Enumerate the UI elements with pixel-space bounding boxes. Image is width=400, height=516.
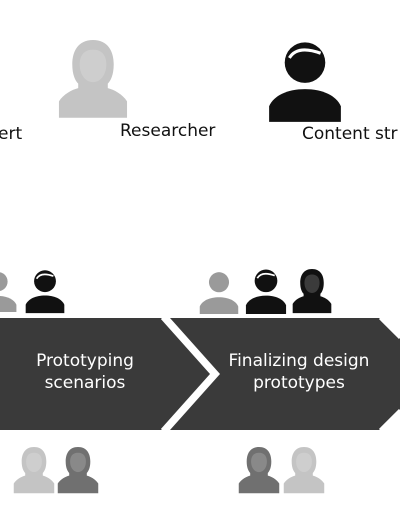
stage-arrow-prototyping: [0, 318, 212, 430]
male-person-icon: [24, 266, 66, 314]
role-label-researcher: Researcher: [120, 121, 216, 141]
role-label-expert: ert: [0, 124, 23, 144]
female-person-icon: [12, 444, 56, 494]
stage-arrow-finalizing: [170, 318, 400, 430]
process-arrow-band: [0, 318, 400, 430]
stage-label-finalizing: Finalizing design prototypes: [228, 351, 370, 393]
male-person-icon: [244, 266, 288, 314]
stage-label-prototyping: Prototyping scenarios: [36, 351, 134, 393]
male-person-icon: [266, 36, 344, 122]
female-person-icon: [56, 444, 100, 494]
generic-person-icon: [0, 266, 18, 314]
generic-person-icon: [198, 268, 240, 314]
female-person-icon: [56, 36, 130, 118]
female-person-icon: [237, 444, 281, 494]
female-person-icon: [291, 266, 333, 314]
female-person-icon: [282, 444, 326, 494]
role-label-content: Content str: [302, 124, 398, 144]
